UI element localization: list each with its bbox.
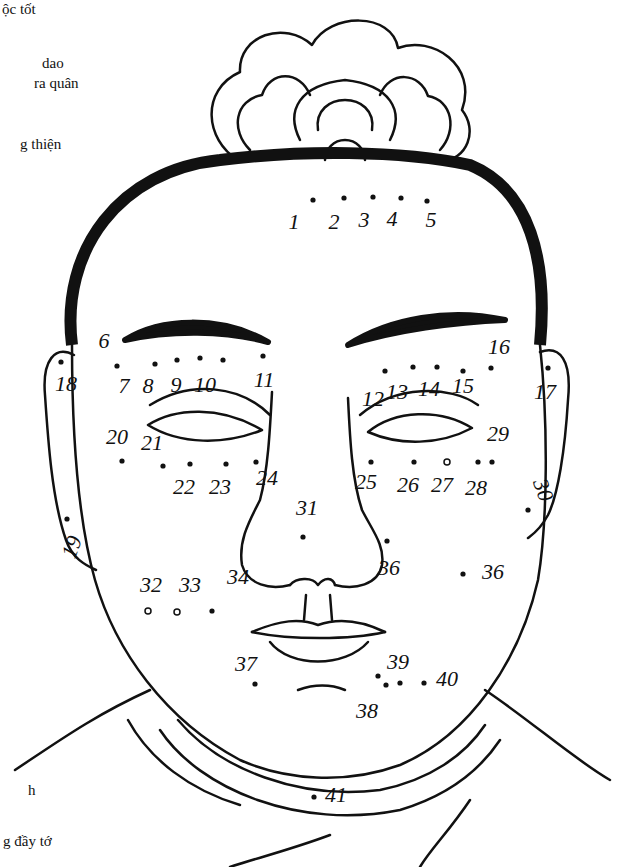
callout-number: 33: [179, 574, 201, 596]
callout-number: 2: [329, 211, 340, 233]
callout-number: 20: [106, 426, 128, 448]
callout-number: 6: [99, 330, 110, 352]
callout-number: 36: [378, 557, 400, 579]
callout-number: 15: [452, 375, 474, 397]
callout-number: 34: [227, 566, 249, 588]
callout-number: 16: [488, 336, 510, 358]
callout-number: 41: [325, 784, 347, 806]
callout-number: 3: [359, 209, 370, 231]
callout-number: 19: [58, 533, 86, 561]
callout-number: 7: [119, 375, 130, 397]
callout-number: 5: [426, 209, 437, 231]
callout-number: 40: [436, 668, 458, 690]
callout-number: 14: [418, 378, 440, 400]
callout-number: 39: [387, 651, 409, 673]
callout-number: 36: [482, 561, 504, 583]
callout-number: 29: [487, 423, 509, 445]
callout-number: 1: [289, 211, 300, 233]
callout-number: 31: [296, 497, 318, 519]
callout-number: 37: [235, 653, 257, 675]
note-text: dao: [42, 56, 64, 71]
callout-number: 25: [355, 471, 377, 493]
callout-number: 32: [140, 574, 162, 596]
callout-number: 24: [256, 467, 278, 489]
callout-number: 27: [431, 474, 453, 496]
callout-number: 13: [386, 381, 408, 403]
callout-number: 10: [194, 374, 216, 396]
callout-number: 18: [55, 373, 77, 395]
note-text: h: [28, 783, 36, 798]
callout-number: 22: [173, 476, 195, 498]
note-text: ộc tốt: [2, 2, 36, 17]
callout-number: 23: [209, 476, 231, 498]
callout-number: 21: [141, 432, 163, 454]
callout-number: 26: [397, 474, 419, 496]
note-text: ra quân: [34, 76, 79, 91]
note-text: g đầy tớ: [3, 834, 52, 849]
callout-number: 8: [143, 375, 154, 397]
callout-number: 28: [465, 477, 487, 499]
note-text: g thiện: [20, 137, 61, 152]
callout-number: 12: [362, 388, 384, 410]
callout-number: 4: [387, 208, 398, 230]
callout-number: 11: [254, 369, 274, 391]
callout-number: 38: [356, 700, 378, 722]
callout-number: 9: [171, 374, 182, 396]
callout-number: 17: [534, 381, 556, 403]
